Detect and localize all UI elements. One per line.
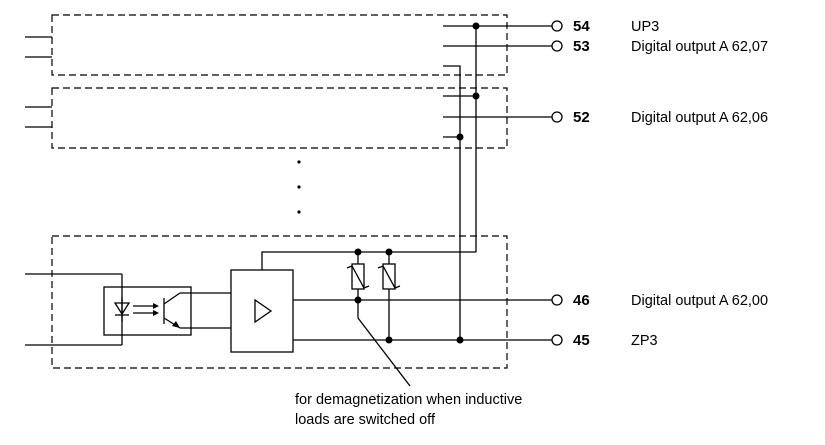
- terminal-53: [551, 40, 563, 52]
- note-line-2: loads are switched off: [295, 412, 436, 428]
- amplifier-block: [230, 251, 476, 353]
- note-line-1: for demagnetization when inductive: [295, 392, 522, 408]
- pin-number-45: 45: [573, 332, 590, 349]
- signal-label-zp3: ZP3: [631, 333, 658, 349]
- module-box-middle: [51, 87, 508, 149]
- terminal-52: [551, 111, 563, 123]
- pin-number-53: 53: [573, 38, 590, 55]
- signal-label-a6206: Digital output A 62,06: [631, 110, 768, 126]
- suppressor-diodes: [346, 248, 401, 340]
- terminal-54: [551, 20, 563, 32]
- note-leader-line: [357, 317, 411, 387]
- terminal-45: [551, 334, 563, 346]
- pin-number-54: 54: [573, 18, 590, 35]
- top-module-wiring: [443, 22, 552, 340]
- signal-label-a6200: Digital output A 62,00: [631, 293, 768, 309]
- signal-label-up3: UP3: [631, 19, 659, 35]
- signal-label-a6207: Digital output A 62,07: [631, 39, 768, 55]
- optocoupler: [25, 273, 231, 346]
- continuation-dots: [297, 160, 301, 214]
- pin-number-46: 46: [573, 292, 590, 309]
- module-box-bottom: [51, 235, 508, 369]
- pin-number-52: 52: [573, 109, 590, 126]
- module-box-top: [51, 14, 508, 76]
- middle-module-wiring: [443, 92, 552, 141]
- bottom-outputs: [293, 296, 552, 344]
- terminal-46: [551, 294, 563, 306]
- input-stubs: [25, 36, 52, 128]
